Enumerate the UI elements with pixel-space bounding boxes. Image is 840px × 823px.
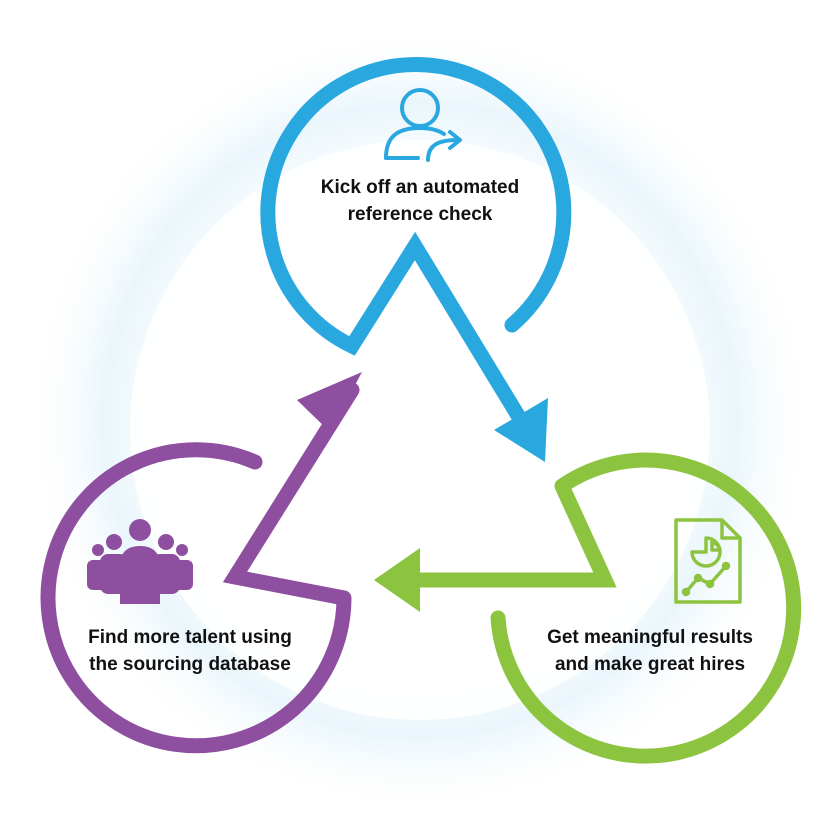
right-node-label: Get meaningful results and make great hi… bbox=[500, 624, 800, 678]
left-node-label: Find more talent using the sourcing data… bbox=[40, 624, 340, 678]
top-node-line-2: reference check bbox=[347, 204, 493, 225]
right-node-ring bbox=[380, 452, 802, 764]
top-node-label: Kick off an automated reference check bbox=[270, 174, 570, 228]
report-chart-icon bbox=[674, 518, 742, 604]
top-to-right-arrowhead bbox=[494, 398, 548, 462]
user-arrow-icon bbox=[384, 88, 462, 162]
top-node-ring bbox=[260, 57, 572, 440]
left-node-line-1: Find more talent using bbox=[88, 627, 292, 648]
left-node-line-2: the sourcing database bbox=[89, 654, 291, 675]
right-to-left-arrowhead bbox=[374, 548, 420, 612]
right-node-line-2: and make great hires bbox=[554, 654, 746, 675]
top-node-line-1: Kick off an automated bbox=[320, 177, 520, 198]
group-people-icon bbox=[87, 519, 193, 604]
right-node-line-1: Get meaningful results bbox=[547, 627, 753, 648]
left-node-ring bbox=[40, 382, 360, 754]
left-to-top-arrowhead bbox=[297, 372, 362, 432]
